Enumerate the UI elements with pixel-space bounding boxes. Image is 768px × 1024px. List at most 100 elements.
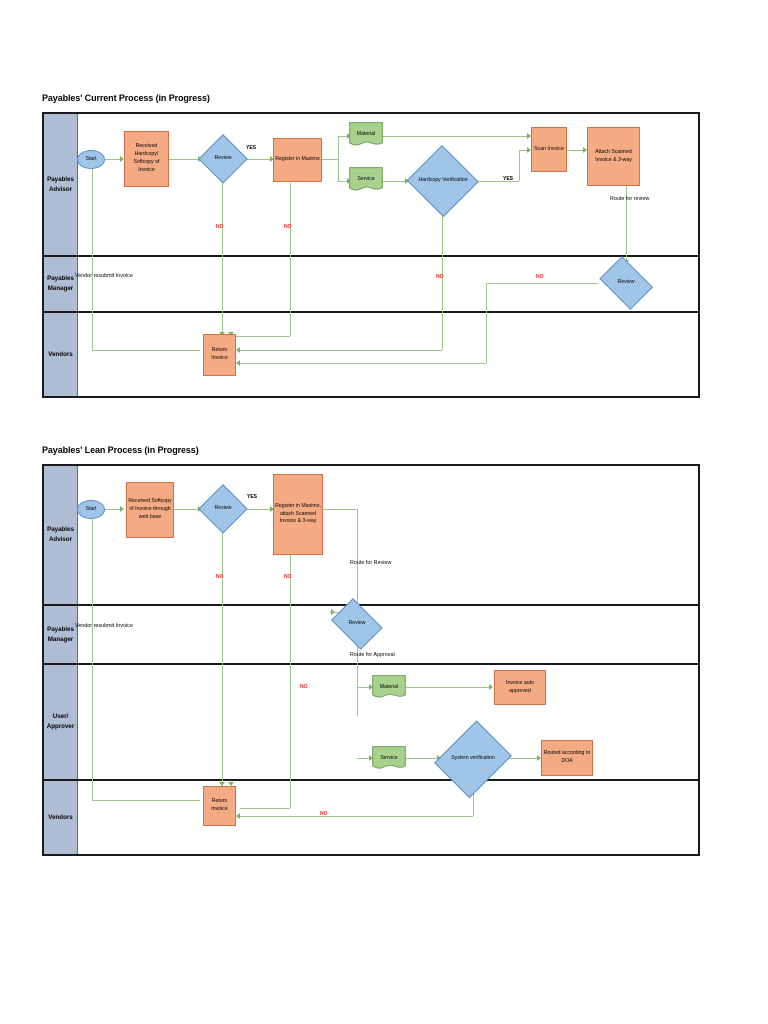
connector-sysverification-no-return [240,816,473,817]
node-system-verification[interactable]: System verification [440,719,506,799]
node-review-decision[interactable]: Review [200,486,246,532]
connector-verification-yes [477,181,519,182]
connector-service-verification [382,181,408,182]
arrowhead [228,782,234,786]
connector-mgr-review-no-down [486,283,487,363]
label-no-register: NO [284,574,292,580]
lane-header-vendors: Vendors [44,781,78,854]
label-no-vendors-lane: NO [320,811,328,817]
arrowhead [527,133,531,139]
node-label: System verification [451,755,495,762]
node-service-document[interactable]: Service [372,746,406,771]
arrowhead [270,156,274,162]
node-service-document[interactable]: Service [349,167,383,193]
connector-register-no-to-return [231,336,290,337]
connector-route-review-down [357,509,358,612]
connector-verification-up [519,150,520,181]
connector-mgr-review-no-return [240,363,486,364]
document-shape-icon [349,122,383,146]
arrowhead [347,178,351,184]
connector-split-material [338,136,350,137]
label-route-for-review: Route for Review [350,560,392,566]
label-no-register: NO [284,224,292,230]
node-register-maximo[interactable]: Register in Maximo [273,138,322,182]
node-invoice-auto-approved[interactable]: Invoice auto approved [494,670,546,705]
connector-split-service [357,758,372,759]
lane-header-vendors: Vendors [44,313,78,396]
label-no-review: NO [216,224,224,230]
connector-received-review [174,509,200,510]
label-vendor-resubmit-invoice: Vendor resubmit Invoice [75,623,133,629]
arrowhead [219,782,225,786]
connector-material-scan [382,136,530,137]
connector-review-register [245,509,273,510]
arrowhead [369,684,373,690]
connector-register-no-down2 [290,253,291,336]
node-label: Service [357,176,375,183]
node-received-invoice-webbase[interactable]: Received Softcopy of Invoice through web… [126,482,174,538]
lane-separator-2 [42,663,700,665]
document-shape-icon [349,167,383,191]
node-material-document[interactable]: Material [349,122,383,148]
diagram-1-title: Payables' Current Process (in Progress) [42,93,210,103]
connector-register-no-down [290,555,291,808]
node-label: Review [348,620,366,627]
node-manager-review-decision[interactable]: Review [329,604,385,644]
lane-header-user-approver: User/Approver [44,665,78,779]
node-register-maximo-attach[interactable]: Register in Maximo, attach Scanned Invoi… [273,474,323,555]
connector-register-no-down [290,183,291,253]
diagram-2-title: Payables' Lean Process (in Progress) [42,445,199,455]
connector-return-resubmit [92,350,200,351]
arrowhead [120,156,124,162]
connector-start-received [104,509,122,510]
node-label: Review [214,505,232,512]
connector-return-resubmit [92,800,200,801]
connector-verification-scan [519,150,530,151]
connector-verification-no-return [240,350,442,351]
lane-label: Vendors [48,350,73,358]
arrowhead [236,347,240,353]
node-manager-review-decision[interactable]: Review [597,262,655,304]
arrowhead [527,147,531,153]
node-scan-invoice[interactable]: Scan Invoice [531,127,567,172]
connector-sysverification-no-down [473,790,474,816]
node-start[interactable]: Start [77,150,105,169]
label-route-for-approval: Route for Approval [350,652,395,658]
arrowhead [369,755,373,761]
node-return-invoice[interactable]: Return Invoice [203,786,236,826]
connector-route-approval-down [357,640,358,716]
connector-scan-attach [566,150,586,151]
connector-review-no-down [222,533,223,786]
node-received-invoice[interactable]: Received Hardcopy/ Softcopy of Invoice [124,131,169,187]
connector-split-material [357,687,372,688]
connector-sysverification-doa [506,758,540,759]
node-label: Material [379,683,399,690]
node-review-decision[interactable]: Review [200,136,246,182]
node-hardcopy-verification[interactable]: Hardcopy Verification [408,148,478,214]
connector-split-service [338,181,350,182]
connector-resubmit-up [92,164,93,350]
node-start[interactable]: Start [77,500,105,519]
arrowhead [537,755,541,761]
node-material-document[interactable]: Material [372,675,406,700]
arrowhead [583,147,587,153]
node-return-invoice[interactable]: Return Invoice [203,334,236,376]
connector-split-vertical [338,136,339,182]
label-no-verification: NO [436,274,444,280]
connector-register-route [323,509,357,510]
lane-separator-1 [42,255,700,257]
connector-review-no-down [222,183,223,336]
lane-label: User/Approver [46,713,75,730]
node-routed-according-doa[interactable]: Routed according to DOA [541,740,593,776]
connector-verification-no-down [442,204,443,350]
label-vendor-resubmit-invoice: Vendor resubmit Invoice [75,273,133,279]
node-attach-scanned-invoice[interactable]: Attach Scanned Invoice & 3-way [587,127,640,186]
node-label: Review [214,155,232,162]
